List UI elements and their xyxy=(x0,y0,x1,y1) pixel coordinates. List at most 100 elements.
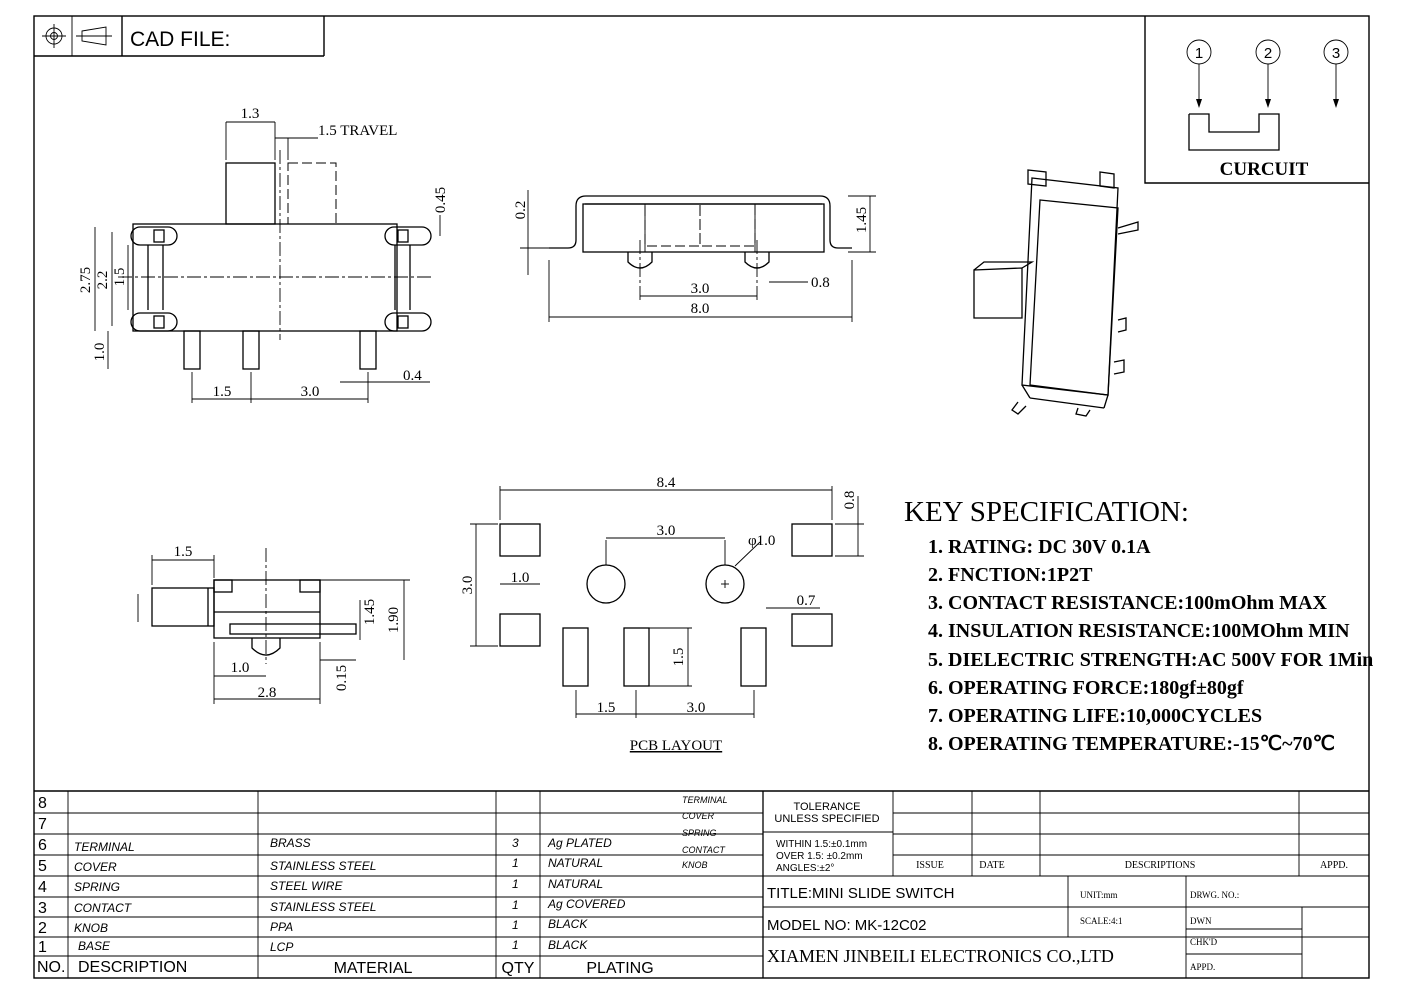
bom-row-qty: 1 xyxy=(512,938,519,952)
bom-row-qty: 1 xyxy=(512,898,519,912)
drawn-by-label: DWN xyxy=(1190,916,1212,926)
front-dim-9: 3.0 xyxy=(301,384,320,400)
appd-label: APPD. xyxy=(1320,860,1348,871)
pcb-pad xyxy=(740,627,767,687)
checked-by-label: CHK'D xyxy=(1190,937,1218,947)
spec-item: 1. RATING: DC 30V 0.1A xyxy=(928,536,1151,558)
bom-row-plating: BLACK xyxy=(548,917,588,931)
parts-list-item: SPRING xyxy=(682,828,717,838)
pcb-pad xyxy=(623,627,650,687)
bom-row-description: CONTACT xyxy=(74,901,133,915)
isometric-view xyxy=(973,169,1139,417)
bom-row-no: 8 xyxy=(38,795,47,812)
pcb-dim-5: 3.0 xyxy=(460,576,476,595)
pcb-dim-9: 1.5 xyxy=(597,700,616,716)
bom-header-no: NO. xyxy=(37,959,65,976)
bom-row-plating: NATURAL xyxy=(548,877,603,891)
pcb-pad xyxy=(791,523,833,557)
model-number: MODEL NO: MK-12C02 xyxy=(767,917,927,934)
pcb-dim-6: 1.0 xyxy=(511,570,530,586)
circuit-diagram: 1 2 3 CURCUIT xyxy=(1144,16,1369,184)
side-dim-5: 0.15 xyxy=(334,665,350,691)
spec-item: 3. CONTACT RESISTANCE:100mOhm MAX xyxy=(928,592,1327,614)
bom-row-material: STAINLESS STEEL xyxy=(270,859,376,873)
pcb-layout: 3.0 φ1.0 8.4 0.8 3.0 1.0 0.7 1.5 1.5 3.0… xyxy=(460,475,864,754)
projection-symbol-icon xyxy=(42,24,112,48)
bom-row-qty: 3 xyxy=(512,836,519,850)
front-dim-4: 2.75 xyxy=(78,267,94,293)
bom-row-description: SPRING xyxy=(74,880,120,894)
side-view: 1.5 1.45 1.90 1.0 0.15 2.8 xyxy=(137,544,410,704)
spec-item: 7. OPERATING LIFE:10,000CYCLES xyxy=(928,705,1262,727)
bom-row-material: BRASS xyxy=(270,836,311,850)
bom-row-description: COVER xyxy=(74,860,117,874)
side-dim-3: 1.90 xyxy=(386,607,402,633)
top-dim-4: 0.8 xyxy=(811,275,830,291)
issue-label: ISSUE xyxy=(916,860,944,871)
side-dim-6: 2.8 xyxy=(258,685,277,701)
approved-by-label: APPD. xyxy=(1190,962,1215,972)
pin-2-label: 2 xyxy=(1264,45,1272,62)
date-label: DATE xyxy=(979,860,1005,871)
pcb-dim-1: 8.4 xyxy=(657,475,676,491)
circuit-label: CURCUIT xyxy=(1220,159,1309,180)
descriptions-label: DESCRIPTIONS xyxy=(1125,860,1196,871)
front-dim-10: 0.4 xyxy=(403,368,422,384)
company-name: XIAMEN JINBEILI ELECTRONICS CO.,LTD xyxy=(767,946,1114,966)
parts-list-item: TERMINAL xyxy=(682,795,728,805)
bom-row-no: 7 xyxy=(38,816,47,833)
pcb-dim-4: φ1.0 xyxy=(748,533,775,549)
bom-row-material: STAINLESS STEEL xyxy=(270,900,376,914)
front-dim-7: 1.0 xyxy=(92,343,108,362)
front-dim-3: 0.45 xyxy=(433,187,449,213)
bom-header-qty: QTY xyxy=(502,960,535,977)
bom-row-plating: NATURAL xyxy=(548,856,603,870)
top-dim-5: 8.0 xyxy=(691,301,710,317)
top-dim-3: 3.0 xyxy=(691,281,710,297)
top-dim-1: 0.2 xyxy=(513,201,529,220)
bom-header-plating: PLATING xyxy=(586,960,653,977)
front-view: 1.3 1.5 TRAVEL 0.45 2.75 2.2 1.5 1.0 1.5… xyxy=(78,106,449,403)
pcb-dim-8: 1.5 xyxy=(671,648,687,667)
tolerance-subtitle: UNLESS SPECIFIED xyxy=(774,813,879,825)
bom-header-description: DESCRIPTION xyxy=(78,959,187,976)
tolerance-title: TOLERANCE xyxy=(793,801,860,813)
tolerance-line: WITHIN 1.5:±0.1mm xyxy=(776,839,867,850)
tolerance-line: ANGLES:±2° xyxy=(776,863,834,874)
spec-item: 8. OPERATING TEMPERATURE:-15℃~70℃ xyxy=(928,733,1335,755)
pcb-pad xyxy=(499,523,541,557)
bom-row-qty: 1 xyxy=(512,877,519,891)
pcb-dim-10: 3.0 xyxy=(687,700,706,716)
bom-row-plating: Ag COVERED xyxy=(547,897,626,911)
bom-row-material: STEEL WIRE xyxy=(270,879,343,893)
bom-row-no: 1 xyxy=(38,939,47,956)
pcb-layout-title: PCB LAYOUT xyxy=(630,738,722,754)
parts-list-item: KNOB xyxy=(682,860,708,870)
side-dim-1: 1.5 xyxy=(174,544,193,560)
pcb-pad xyxy=(499,613,541,647)
top-view: 0.2 1.45 3.0 0.8 8.0 xyxy=(513,190,876,322)
bom-row-no: 5 xyxy=(38,858,47,875)
front-dim-6: 1.5 xyxy=(112,268,128,287)
cad-header: CAD FILE: xyxy=(34,16,325,57)
pcb-pad xyxy=(562,627,589,687)
cad-file-label: CAD FILE: xyxy=(130,28,230,51)
front-dim-5: 2.2 xyxy=(95,271,111,290)
bom-row-qty: 1 xyxy=(512,856,519,870)
bom-row-description: BASE xyxy=(78,939,111,953)
spec-item: 6. OPERATING FORCE:180gf±80gf xyxy=(928,677,1244,699)
spec-item: 5. DIELECTRIC STRENGTH:AC 500V FOR 1Min xyxy=(928,649,1373,671)
parts-list-item: CONTACT xyxy=(682,845,726,855)
key-spec-title: KEY SPECIFICATION: xyxy=(904,496,1189,528)
side-dim-4: 1.0 xyxy=(231,660,250,676)
key-specification: KEY SPECIFICATION: 1. RATING: DC 30V 0.1… xyxy=(904,496,1373,755)
bom-row-material: PPA xyxy=(270,920,293,934)
bom-row-plating: BLACK xyxy=(548,938,588,952)
front-dim-8: 1.5 xyxy=(213,384,232,400)
pcb-hole xyxy=(586,564,626,604)
bom-row-no: 6 xyxy=(38,837,47,854)
bom-header-material: MATERIAL xyxy=(334,960,413,977)
bom-row-qty: 1 xyxy=(512,918,519,932)
bom-row-no: 4 xyxy=(38,879,47,896)
